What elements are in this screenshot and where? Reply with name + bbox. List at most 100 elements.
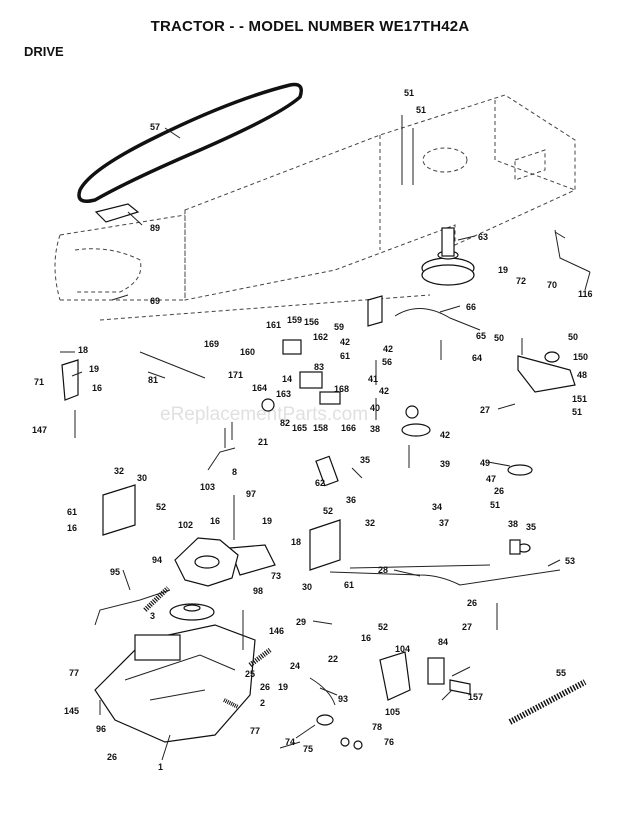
callout-49: 49 (480, 458, 490, 468)
callout-165: 165 (292, 423, 307, 433)
callout-150: 150 (573, 352, 588, 362)
callout-26: 26 (467, 598, 477, 608)
callout-146: 146 (269, 626, 284, 636)
callout-59: 59 (334, 322, 344, 332)
callout-16: 16 (361, 633, 371, 643)
callout-77: 77 (69, 668, 79, 678)
bracket-30-right (309, 519, 341, 571)
callout-57: 57 (150, 122, 160, 132)
callout-116: 116 (578, 289, 593, 299)
callout-16: 16 (67, 523, 77, 533)
callout-103: 103 (200, 482, 215, 492)
callout-30: 30 (137, 473, 147, 483)
callout-97: 97 (246, 489, 256, 499)
cable-93 (309, 677, 336, 706)
shift-lever (94, 589, 171, 626)
callout-81: 81 (148, 375, 158, 385)
callout-51: 51 (416, 105, 426, 115)
callout-37: 37 (439, 518, 449, 528)
callout-163: 163 (276, 389, 291, 399)
callout-74: 74 (285, 737, 295, 747)
callout-70: 70 (547, 280, 557, 290)
belt-guide (94, 203, 140, 223)
callout-158: 158 (313, 423, 328, 433)
transaxle-pulley (169, 603, 215, 621)
callout-69: 69 (150, 296, 160, 306)
callout-72: 72 (516, 276, 526, 286)
bracket-73 (229, 544, 276, 576)
callout-169: 169 (204, 339, 219, 349)
callout-65: 65 (476, 331, 486, 341)
callout-61: 61 (340, 351, 350, 361)
callout-162: 162 (313, 332, 328, 342)
cooling-fan (174, 537, 239, 587)
callout-25: 25 (245, 669, 255, 679)
section-label: DRIVE (24, 44, 64, 59)
callout-40: 40 (370, 403, 380, 413)
bracket-105 (379, 651, 411, 701)
callout-71: 71 (34, 377, 44, 387)
callout-29: 29 (296, 617, 306, 627)
shift-rod (139, 351, 206, 379)
callout-22: 22 (328, 654, 338, 664)
bracket-30-left (102, 484, 136, 536)
callout-34: 34 (432, 502, 442, 512)
callout-50: 50 (568, 332, 578, 342)
idler-pulley (421, 227, 475, 286)
callout-64: 64 (472, 353, 482, 363)
callout-83: 83 (314, 362, 324, 372)
callout-28: 28 (378, 565, 388, 575)
callout-18: 18 (291, 537, 301, 547)
callout-52: 52 (156, 502, 166, 512)
diagram-title: TRACTOR - - MODEL NUMBER WE17TH42A (150, 18, 470, 35)
callout-36: 36 (346, 495, 356, 505)
callout-26: 26 (494, 486, 504, 496)
callout-89: 89 (150, 223, 160, 233)
callout-26: 26 (260, 682, 270, 692)
callout-84: 84 (438, 637, 448, 647)
bracket-16 (61, 359, 79, 401)
callout-30: 30 (302, 582, 312, 592)
callout-171: 171 (228, 370, 243, 380)
callout-77: 77 (250, 726, 260, 736)
callout-32: 32 (114, 466, 124, 476)
callout-48: 48 (577, 370, 587, 380)
spring (508, 679, 587, 725)
callout-50: 50 (494, 333, 504, 343)
callout-104: 104 (395, 644, 410, 654)
callout-27: 27 (480, 405, 490, 415)
callout-157: 157 (468, 692, 483, 702)
callout-26: 26 (107, 752, 117, 762)
callout-labels: 51 51 57 89 63 19 72 70 116 69 66 59 65 … (32, 88, 593, 772)
callout-8: 8 (232, 467, 237, 477)
callout-42: 42 (379, 386, 389, 396)
callout-166: 166 (341, 423, 356, 433)
callout-51: 51 (404, 88, 414, 98)
callout-94: 94 (152, 555, 162, 565)
callout-19: 19 (278, 682, 288, 692)
callout-42: 42 (383, 344, 393, 354)
callout-1: 1 (158, 762, 163, 772)
callout-98: 98 (253, 586, 263, 596)
callout-16: 16 (92, 383, 102, 393)
callout-76: 76 (384, 737, 394, 747)
callout-93: 93 (338, 694, 348, 704)
callout-39: 39 (440, 459, 450, 469)
callout-147: 147 (32, 425, 47, 435)
callout-19: 19 (498, 265, 508, 275)
callout-52: 52 (378, 622, 388, 632)
callout-160: 160 (240, 347, 255, 357)
bracket-48 (517, 355, 576, 393)
callout-73: 73 (271, 571, 281, 581)
callout-42: 42 (440, 430, 450, 440)
drive-belt (77, 82, 303, 203)
brake-rod (329, 569, 561, 586)
callout-24: 24 (290, 661, 300, 671)
callout-156: 156 (304, 317, 319, 327)
callout-56: 56 (382, 357, 392, 367)
callout-51: 51 (490, 500, 500, 510)
callout-3: 3 (150, 611, 155, 621)
callout-19: 19 (262, 516, 272, 526)
shift-knob (207, 447, 236, 471)
